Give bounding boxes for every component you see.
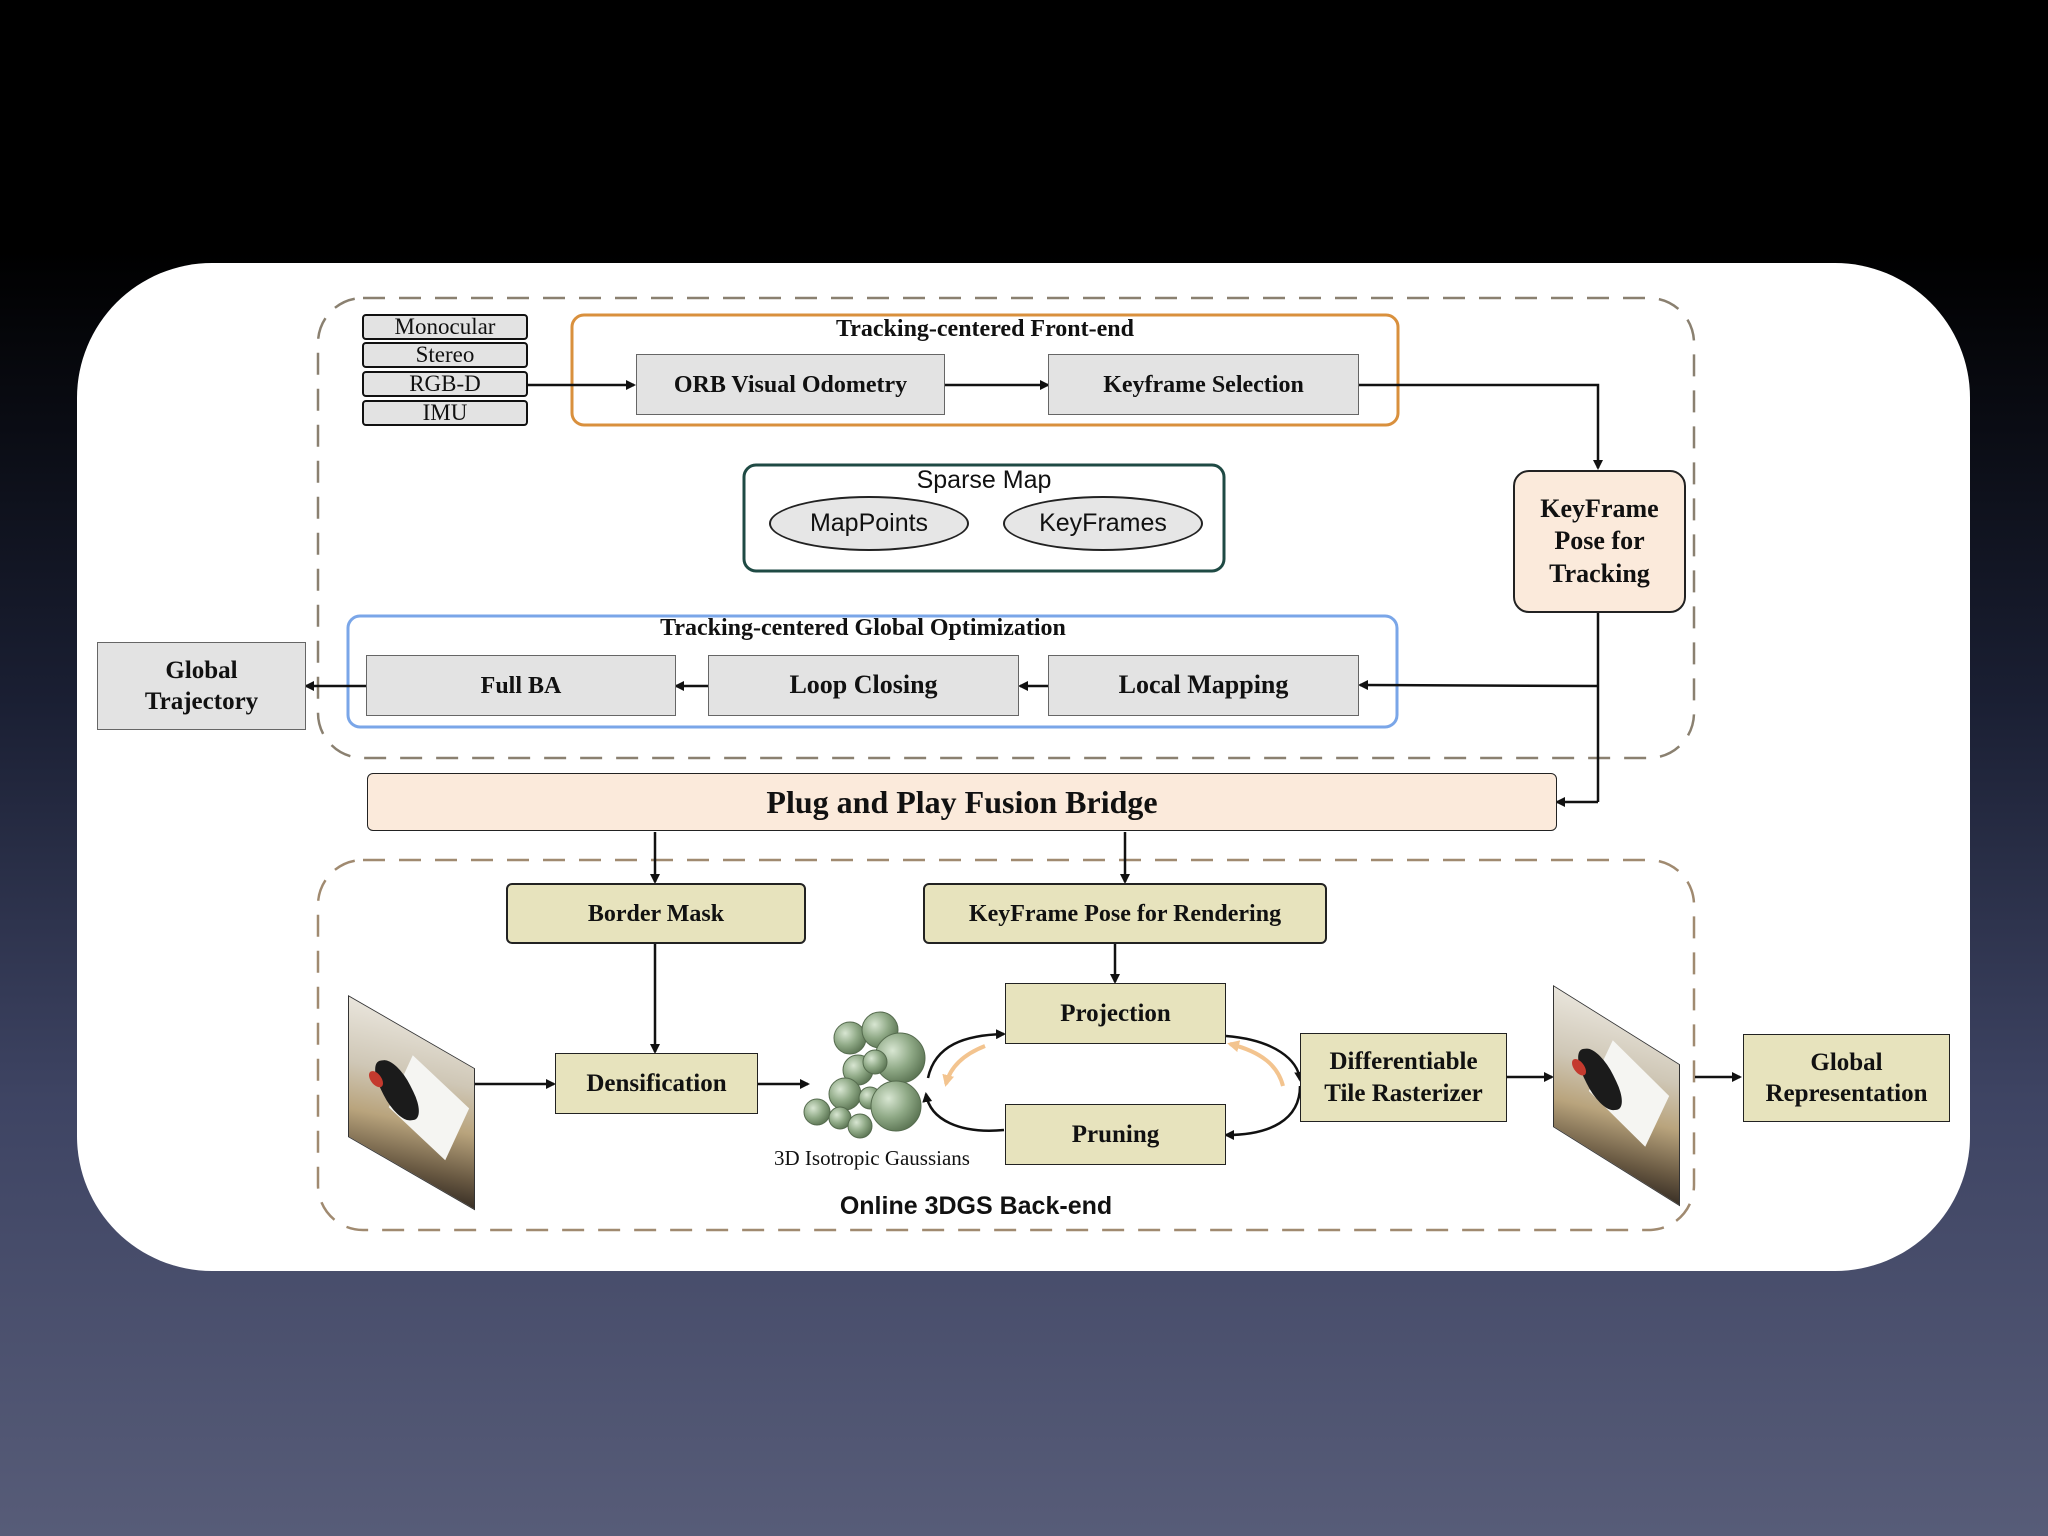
backend-title: Online 3DGS Back-end (839, 1192, 1113, 1220)
keyframes-ellipse: KeyFrames (1003, 496, 1203, 551)
global-representation-box: Global Representation (1743, 1034, 1950, 1122)
sparse-map-border (742, 463, 1226, 573)
border-mask-box: Border Mask (506, 883, 806, 944)
keyframe-selection-box: Keyframe Selection (1048, 354, 1359, 415)
input-monocular: Monocular (362, 314, 528, 340)
projection-box: Projection (1005, 983, 1226, 1044)
sparse-map-title: Sparse Map (916, 466, 1052, 494)
rasterizer-box: Differentiable Tile Rasterizer (1300, 1033, 1507, 1122)
global-opt-title: Tracking-centered Global Optimization (660, 615, 1066, 641)
local-mapping-box: Local Mapping (1048, 655, 1359, 716)
pruning-box: Pruning (1005, 1104, 1226, 1165)
global-opt-group-border (346, 614, 1399, 729)
global-trajectory-box: Global Trajectory (97, 642, 306, 730)
full-ba-box: Full BA (366, 655, 676, 716)
gaussians-caption: 3D Isotropic Gaussians (774, 1146, 970, 1170)
backend-dashed-frame (316, 858, 1696, 1232)
densification-box: Densification (555, 1053, 758, 1114)
keyframe-pose-rendering-box: KeyFrame Pose for Rendering (923, 883, 1327, 944)
input-rgbd: RGB-D (362, 371, 528, 397)
fusion-bridge-bar: Plug and Play Fusion Bridge (367, 773, 1557, 831)
frontend-title: Tracking-centered Front-end (836, 316, 1134, 342)
mappoints-ellipse: MapPoints (769, 496, 969, 551)
keyframe-pose-tracking-box: KeyFrame Pose for Tracking (1513, 470, 1686, 613)
orb-visual-odometry-box: ORB Visual Odometry (636, 354, 945, 415)
loop-closing-box: Loop Closing (708, 655, 1019, 716)
frontend-group-border (570, 313, 1400, 427)
input-stereo: Stereo (362, 342, 528, 368)
gaussians-icon (803, 1011, 926, 1139)
input-imu: IMU (362, 400, 528, 426)
slide-reflection: Densification Projection Pruning Differe… (77, 1271, 1970, 1536)
